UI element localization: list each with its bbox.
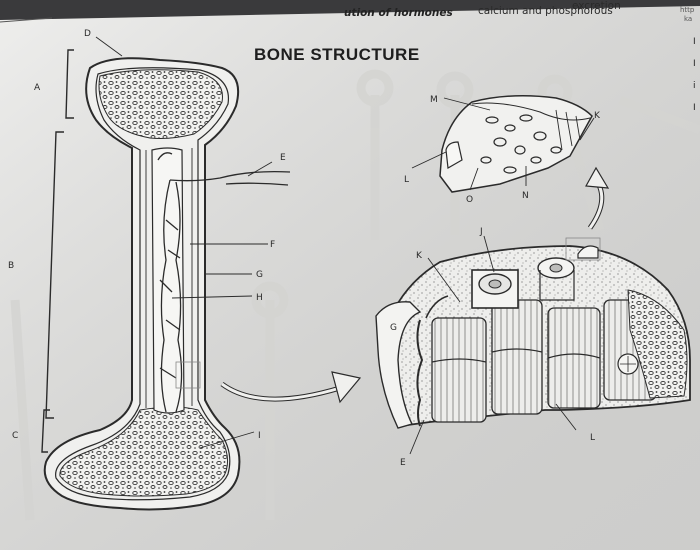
compact-bone-section — [375, 237, 691, 429]
region-brackets — [41, 49, 74, 453]
section-marker-box — [175, 361, 201, 389]
diagram-labels: D A B C E F G H I M K L O N J K G E L — [8, 29, 601, 468]
curved-arrow-to-section — [220, 371, 362, 404]
haversian-canal — [471, 269, 519, 309]
blood-vessels — [157, 152, 291, 413]
label-k-section: K — [416, 251, 423, 261]
label-b: B — [8, 261, 14, 271]
label-j: J — [479, 227, 483, 237]
edge-letter-4: I — [693, 103, 696, 113]
wedge-outline — [439, 95, 593, 193]
bracket-a — [65, 49, 74, 119]
label-g-section: G — [390, 323, 397, 333]
leader-lines — [95, 36, 595, 455]
label-h: H — [256, 293, 263, 303]
label-e-bone: E — [280, 153, 286, 163]
periosteum — [375, 301, 422, 429]
bracket-c — [41, 409, 50, 453]
label-e-section: E — [400, 458, 406, 468]
bone-outline — [43, 57, 241, 511]
long-bone — [43, 57, 291, 511]
right-edge-letters: I I i I — [693, 37, 696, 113]
header-line-2: calcium and phosphorous — [478, 5, 613, 17]
header-line-3: ution of hormones — [344, 7, 453, 19]
distal-epiphysis-spongy — [59, 406, 228, 497]
label-o: O — [466, 195, 473, 205]
compact-bone-line — [55, 67, 231, 501]
curved-arrow-to-detail — [585, 166, 610, 230]
header-line-1: excretion — [572, 0, 621, 12]
label-d: D — [84, 29, 91, 39]
edge-letter-1: I — [693, 37, 696, 47]
bracket-b — [45, 131, 64, 419]
label-c: C — [12, 431, 18, 441]
edge-letter-2: I — [693, 59, 696, 69]
label-n: N — [522, 191, 529, 201]
proximal-epiphysis-spongy — [98, 69, 223, 139]
page-header: excretion calcium and phosphorous ution … — [344, 0, 695, 23]
edge-letter-3: i — [693, 81, 696, 91]
label-a: A — [34, 83, 41, 93]
label-f: F — [270, 240, 275, 250]
label-k-detail: K — [594, 111, 601, 121]
label-l-section: L — [590, 433, 595, 443]
label-l-detail: L — [404, 175, 409, 185]
header-corner-small: ka — [684, 15, 692, 23]
label-i: I — [258, 431, 261, 441]
label-m: M — [430, 95, 438, 105]
medullary-cavity — [151, 147, 185, 414]
spongy-bone-detail — [439, 95, 593, 193]
page-title: BONE STRUCTURE — [254, 45, 420, 64]
header-corner: http — [680, 6, 695, 14]
osteon-columns — [431, 299, 657, 423]
label-g-bone: G — [256, 270, 263, 280]
trabeculae — [480, 114, 562, 174]
